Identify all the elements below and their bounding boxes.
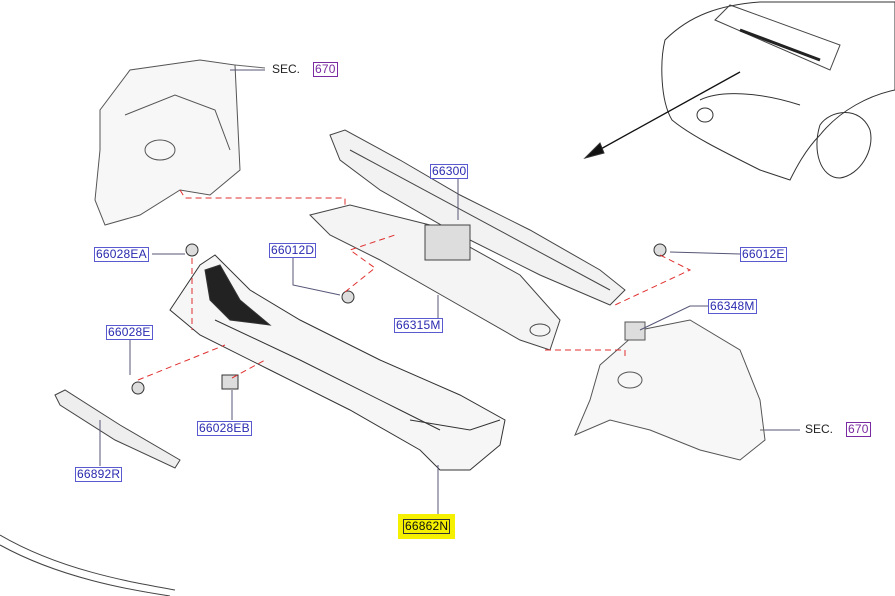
part-label-66028EA[interactable]: 66028EA bbox=[94, 247, 149, 262]
section-ref-prefix-right: SEC. bbox=[805, 422, 834, 436]
part-label-66028E[interactable]: 66028E bbox=[106, 325, 153, 340]
car-overview-illustration bbox=[583, 1, 895, 181]
clip-66028EA bbox=[185, 243, 199, 257]
cowl-top-66300 bbox=[329, 129, 626, 306]
left-apron-part bbox=[94, 59, 266, 226]
part-label-66862N-highlighted[interactable]: 66862N bbox=[403, 519, 451, 534]
clip-66028E bbox=[131, 381, 145, 395]
part-label-66300[interactable]: 66300 bbox=[430, 164, 469, 179]
right-apron-part bbox=[574, 319, 800, 461]
part-label-66012D[interactable]: 66012D bbox=[269, 243, 317, 258]
part-label-66028EB[interactable]: 66028EB bbox=[197, 421, 252, 436]
part-label-66348M[interactable]: 66348M bbox=[708, 299, 757, 314]
section-ref-670-top[interactable]: 670 bbox=[313, 62, 338, 77]
part-label-66315M[interactable]: 66315M bbox=[394, 318, 443, 333]
clip-66012E bbox=[653, 243, 667, 257]
cowl-grille-66862N bbox=[169, 254, 506, 471]
seal-strip-66892R bbox=[54, 389, 181, 469]
clip-66028EB bbox=[221, 374, 239, 390]
part-label-66892R[interactable]: 66892R bbox=[75, 467, 123, 482]
part-label-66012E[interactable]: 66012E bbox=[740, 247, 787, 262]
section-ref-670-right[interactable]: 670 bbox=[846, 422, 871, 437]
connector-lines bbox=[137, 189, 692, 381]
cowl-panel-66315M bbox=[309, 204, 561, 351]
section-ref-prefix-top: SEC. bbox=[272, 62, 301, 76]
bolt-66012D bbox=[341, 290, 355, 304]
molding-strip bbox=[0, 534, 176, 591]
leader-lines bbox=[99, 69, 800, 515]
